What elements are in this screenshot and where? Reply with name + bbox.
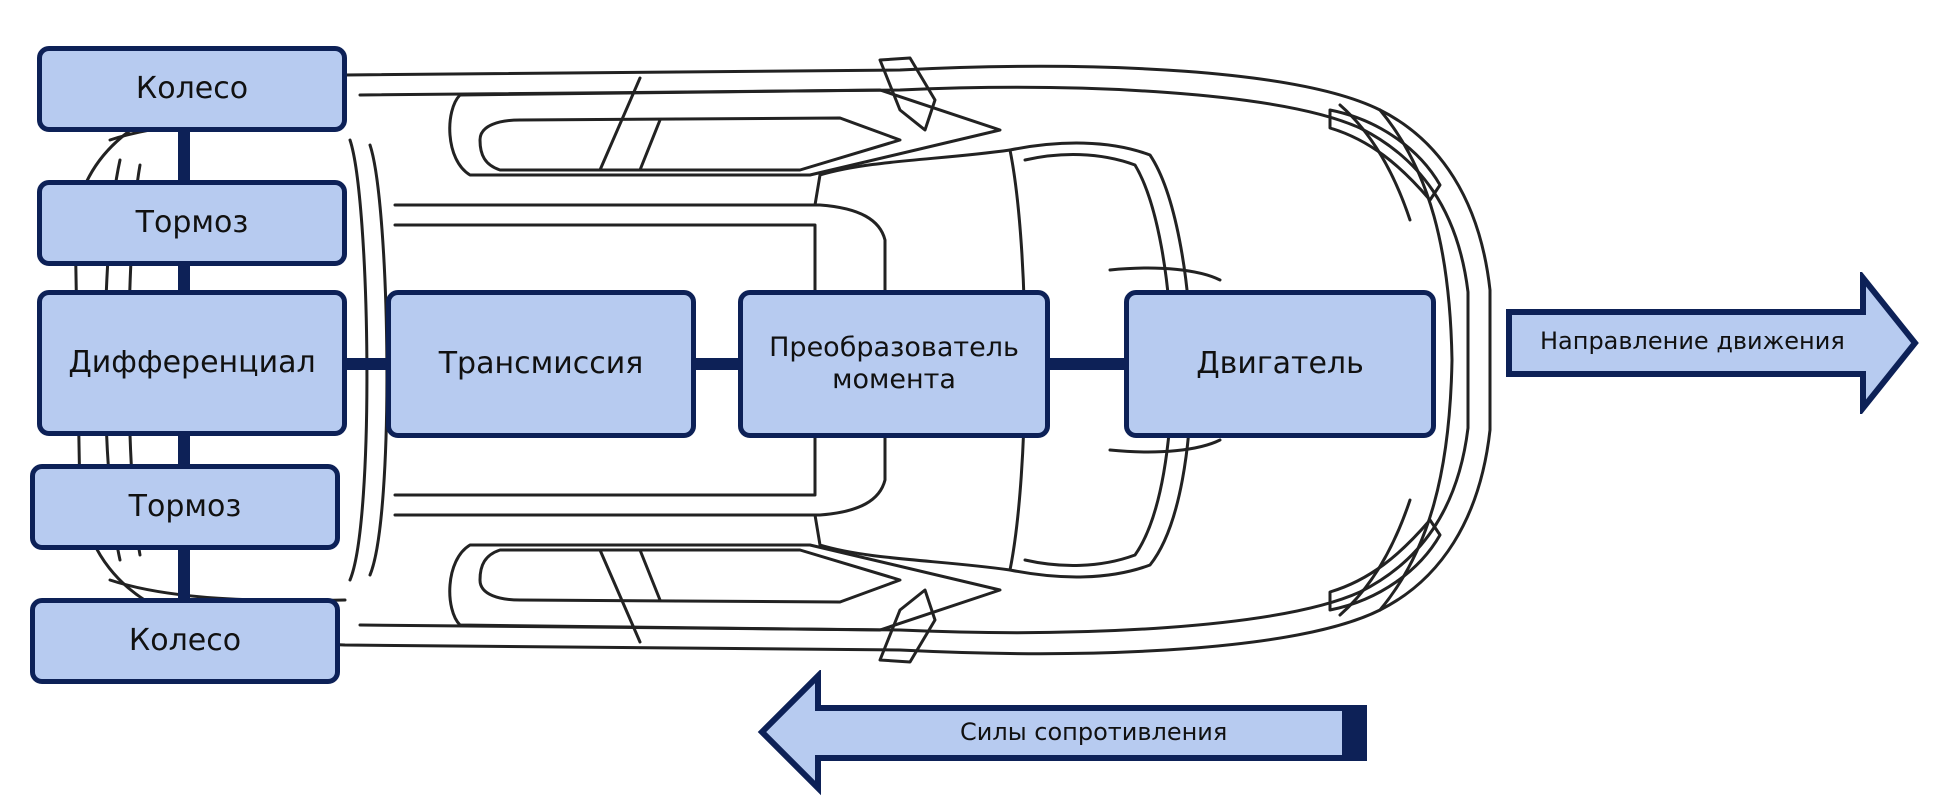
connector-transmission-torque-converter [692, 358, 742, 370]
brake-bottom-label: Тормоз [128, 489, 242, 524]
connector-brake-differential-top [178, 262, 190, 294]
brake-bottom-block: Тормоз [30, 464, 340, 550]
transmission-block: Трансмиссия [386, 290, 696, 438]
wheel-bottom-label: Колесо [128, 623, 242, 658]
torque-converter-label-line2: момента [832, 364, 956, 395]
resistance-forces-arrow [757, 670, 1367, 796]
direction-of-motion-arrow [1506, 272, 1919, 414]
brake-top-label: Тормоз [135, 205, 249, 240]
transmission-label: Трансмиссия [438, 346, 644, 381]
brake-top-block: Тормоз [37, 180, 347, 266]
wheel-top-label: Колесо [135, 71, 249, 106]
resistance-forces-label: Силы сопротивления [960, 718, 1228, 746]
differential-block: Дифференциал [37, 290, 347, 436]
engine-block: Двигатель [1124, 290, 1436, 438]
connector-differential-brake-bottom [178, 432, 190, 468]
connector-torque-converter-engine [1046, 358, 1128, 370]
engine-label: Двигатель [1196, 346, 1364, 381]
direction-of-motion-label: Направление движения [1540, 327, 1845, 355]
connector-wheel-brake-top [178, 128, 190, 184]
connector-brake-wheel-bottom [178, 546, 190, 600]
differential-label: Дифференциал [68, 345, 316, 380]
torque-converter-label-line1: Преобразователь [769, 331, 1019, 363]
wheel-bottom-block: Колесо [30, 598, 340, 684]
connector-differential-transmission [342, 358, 390, 370]
torque-converter-block: Преобразователь момента [738, 290, 1050, 438]
wheel-top-block: Колесо [37, 46, 347, 132]
